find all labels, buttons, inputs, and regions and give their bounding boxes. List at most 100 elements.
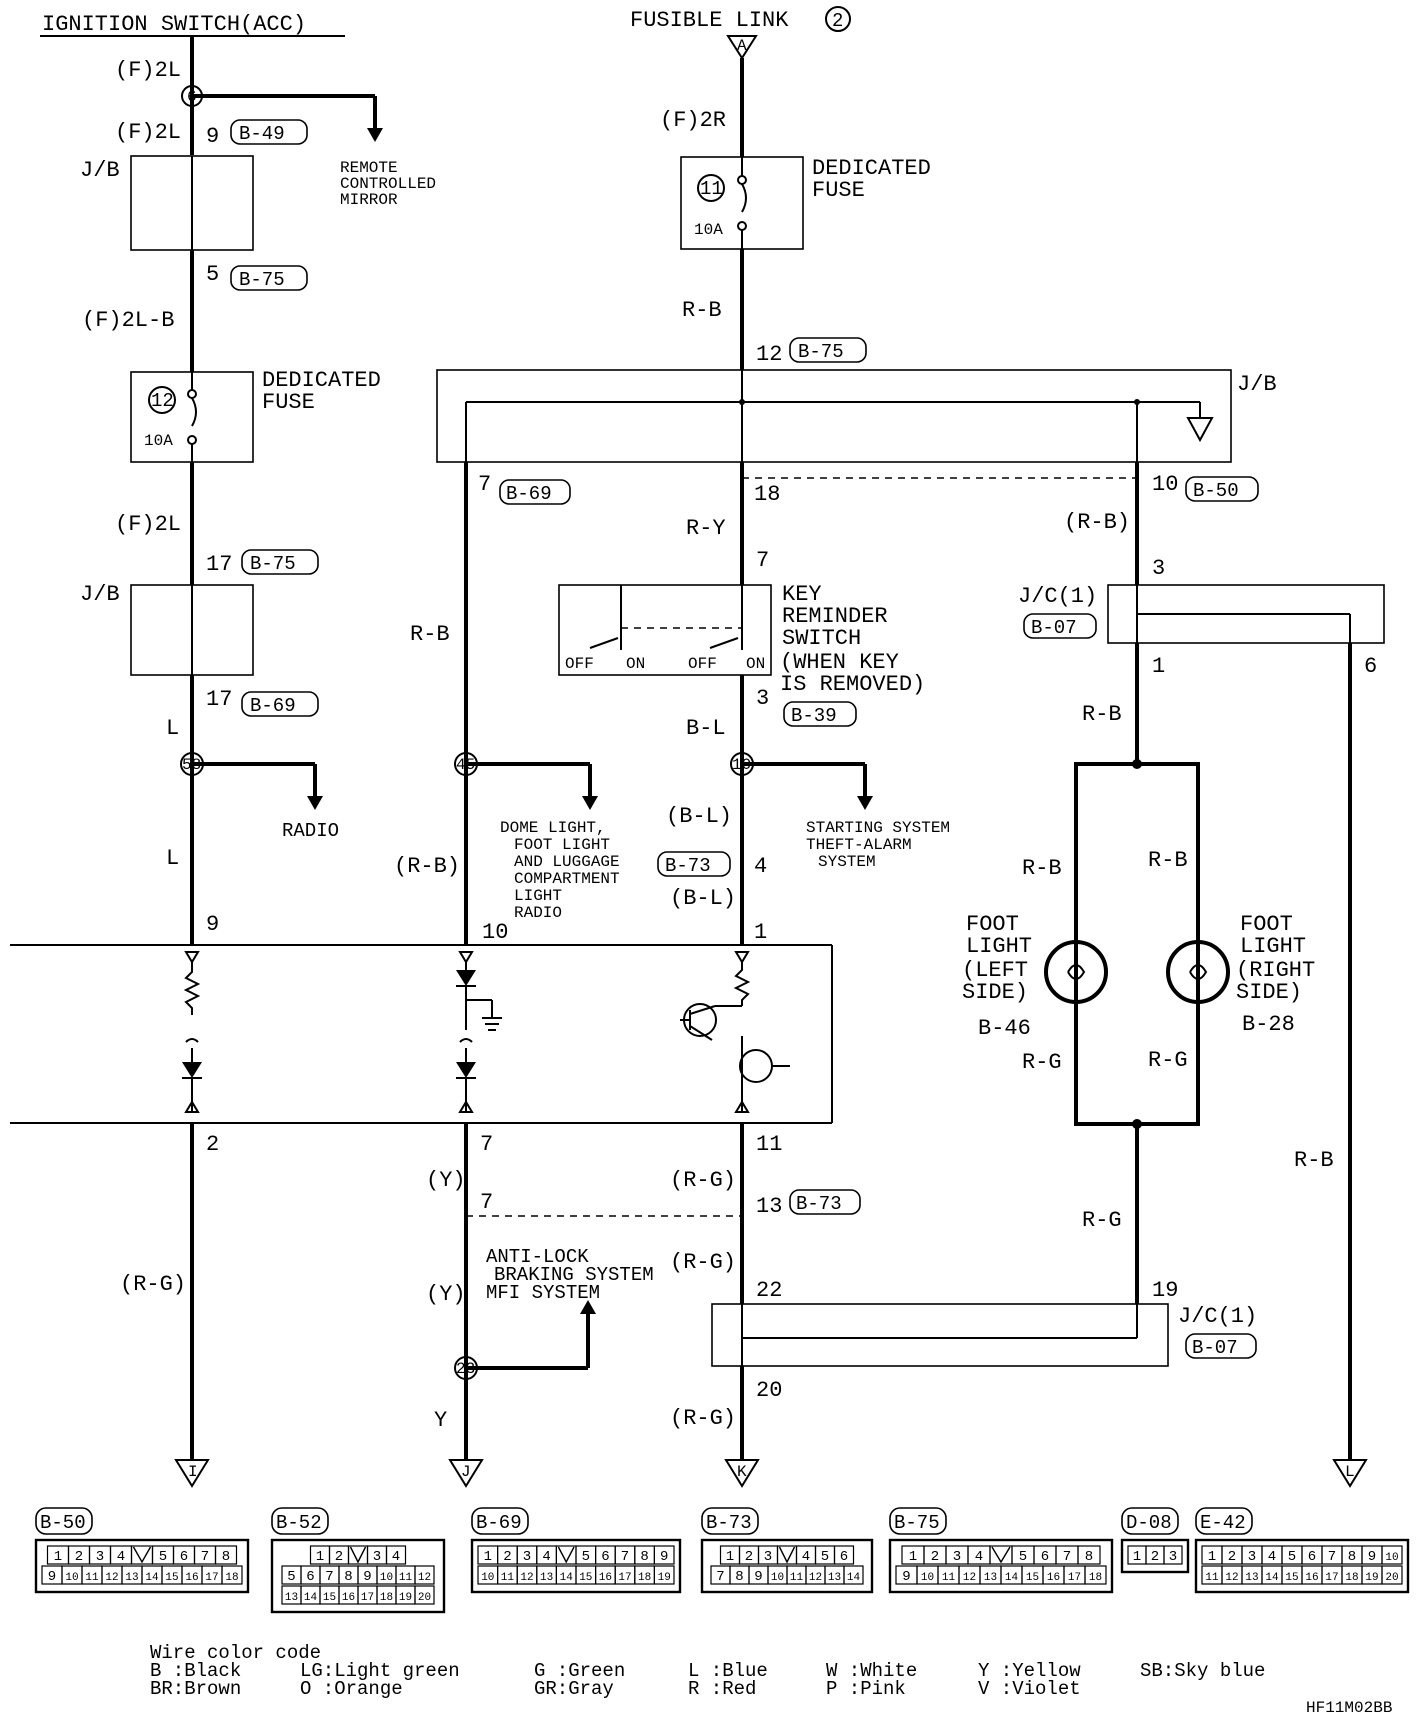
transistor-1-emitter xyxy=(689,1025,713,1041)
connector-pin-number: 8 xyxy=(344,1569,352,1585)
terminal-k: K xyxy=(737,1463,747,1481)
connector-pin-number: 5 xyxy=(1288,1549,1296,1565)
connector-pin-number: 18 xyxy=(1345,1572,1358,1584)
conn-b75c-badge xyxy=(789,337,867,363)
connector-pin-number: 7 xyxy=(1063,1549,1071,1565)
connector-pin-number: 15 xyxy=(579,1572,592,1584)
connector-pin-number: 12 xyxy=(809,1572,822,1584)
connector-pin-number: 17 xyxy=(1068,1572,1081,1584)
mirror-label-2: CONTROLLED xyxy=(340,175,436,193)
connector-pin-number: 18 xyxy=(638,1572,651,1584)
legend-y: Y :Yellow xyxy=(978,1660,1081,1682)
start-label-3: SYSTEM xyxy=(818,853,876,871)
conn-b07-badge xyxy=(1023,613,1097,639)
foot-light-left-filament xyxy=(1067,964,1086,980)
connector-pin-number: 19 xyxy=(1365,1572,1378,1584)
connector-pin-number: 3 xyxy=(1248,1549,1256,1565)
connector-pin-number: 16 xyxy=(599,1572,612,1584)
conn-b07-b: B-07 xyxy=(1192,1337,1238,1359)
pin-1-right: 1 xyxy=(1152,654,1165,679)
conn-b50: B-50 xyxy=(1193,480,1239,502)
radio-label: RADIO xyxy=(282,820,339,842)
connector-pin xyxy=(1084,1565,1107,1585)
connector-pin-number: 6 xyxy=(1308,1549,1316,1565)
wire-label-f2lb: (F)2L-B xyxy=(82,308,174,333)
junction-45-label: 45 xyxy=(456,756,475,774)
pin-7b: 7 xyxy=(756,548,769,573)
connector-badge xyxy=(1121,1507,1179,1535)
connector-pin-number: 7 xyxy=(716,1569,724,1585)
junction-58-label: 58 xyxy=(182,756,201,774)
connector-pin-number: 5 xyxy=(1019,1549,1027,1565)
fuse12-term-bottom xyxy=(187,435,197,445)
fuse12-label-1: DEDICATED xyxy=(262,368,381,393)
connector-pin-number: 1 xyxy=(726,1549,734,1565)
conn-b75-badge xyxy=(230,265,308,291)
arrow-dome xyxy=(582,796,598,810)
connector-pin-number: 4 xyxy=(392,1549,400,1565)
connector-pin-number: 14 xyxy=(847,1572,861,1584)
connector-pin-number: 6 xyxy=(180,1549,188,1565)
wire-label-rg-right: R-G xyxy=(1082,1208,1122,1233)
pin-7d: 7 xyxy=(480,1190,493,1215)
junction-6-label: 6 xyxy=(187,88,197,106)
wire-label-bl-2: (B-L) xyxy=(666,804,732,829)
fuse11-number: 11 xyxy=(700,178,723,200)
foot-light-left-bulb xyxy=(1044,940,1108,1004)
wire-label-ry: R-Y xyxy=(686,516,726,541)
connector-pin-number: 18 xyxy=(380,1592,393,1604)
pin-10: 10 xyxy=(1152,472,1178,497)
fusible-link-title: FUSIBLE LINK xyxy=(630,8,789,33)
unit-center-break xyxy=(459,1038,473,1043)
pin-3-right: 3 xyxy=(1152,556,1165,581)
connector-pin-number: 3 xyxy=(1169,1549,1177,1565)
connector-a-label: A xyxy=(737,37,747,55)
connector-pin-number: 1 xyxy=(316,1549,324,1565)
connector-pin-number: 17 xyxy=(361,1592,374,1604)
key-switch-blade-1 xyxy=(589,637,619,649)
conn-b50-badge xyxy=(1185,476,1259,502)
connector-pin-number: 1 xyxy=(484,1549,492,1565)
connector-pin-number: 5 xyxy=(287,1569,295,1585)
connector-pin-number: 3 xyxy=(373,1549,381,1565)
fuse11-circle xyxy=(697,174,725,202)
connector-pin-number: 10 xyxy=(921,1572,934,1584)
connector-pin-number: 3 xyxy=(523,1549,531,1565)
fusible-link-number: 2 xyxy=(832,10,843,32)
connector-pin-number: 8 xyxy=(640,1549,648,1565)
connector-pin-number: 3 xyxy=(953,1549,961,1565)
legend-b: B :Black xyxy=(150,1660,241,1682)
pin-9: 9 xyxy=(206,124,219,149)
connector-pin-number: 15 xyxy=(1285,1572,1298,1584)
legend-sb: SB:Sky blue xyxy=(1140,1660,1265,1682)
wire-label-rb-right-lamp: R-B xyxy=(1148,848,1188,873)
arrow-abs xyxy=(580,1300,596,1314)
connector-key xyxy=(132,1546,152,1564)
connector-pin-number: 12 xyxy=(105,1572,118,1584)
conn-b07b-badge xyxy=(1185,1333,1257,1359)
transistor-1-collector xyxy=(689,1005,716,1015)
connector-pin-number: 8 xyxy=(1085,1549,1093,1565)
connector-pin-number: 4 xyxy=(1268,1549,1276,1565)
connector-pin-number: 2 xyxy=(931,1549,939,1565)
lower-center: 7 (Y) 7 ANTI-LOCK BRAKING SYSTEM MFI SYS… xyxy=(426,1123,1169,1488)
connector-pin-number: 7 xyxy=(325,1569,333,1585)
connector-key xyxy=(778,1546,796,1564)
transistor-2 xyxy=(739,1049,773,1083)
connector-pin-number: 12 xyxy=(1225,1572,1238,1584)
connector-pin-number: 16 xyxy=(1305,1572,1318,1584)
connector-pin-number: 18 xyxy=(1089,1572,1102,1584)
pin-17b: 17 xyxy=(206,687,232,712)
jb-node-right xyxy=(1134,399,1140,405)
wire-label-rb-right-2: R-B xyxy=(1082,702,1122,727)
conn-b49: B-49 xyxy=(239,123,285,145)
connector-pin-number: 1 xyxy=(1208,1549,1216,1565)
connector-pin-number: 11 xyxy=(85,1572,99,1584)
connector-pin-number: 9 xyxy=(754,1569,762,1585)
connector-pin xyxy=(214,1545,238,1565)
connector-code: D-08 xyxy=(1126,1512,1172,1534)
legend-o: O :Orange xyxy=(300,1678,403,1700)
connector-pin xyxy=(843,1565,864,1585)
